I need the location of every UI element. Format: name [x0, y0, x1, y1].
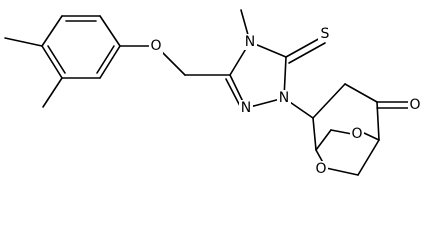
bond-bicycle-4 [363, 132, 380, 141]
bond-bicycle-3 [376, 101, 380, 141]
ring-nitrogen-bottom-atom: N [277, 90, 291, 106]
bond-ring-e [41, 45, 63, 79]
bridge-oxygen-upper-label: O [351, 126, 362, 142]
molecule-svg: O N N N S O O O [4, 9, 422, 177]
bond-methyl-upper [4, 37, 43, 47]
bonds [4, 9, 411, 176]
ketone-oxygen-label: O [409, 97, 420, 113]
ring-nitrogen-left-atom: N [239, 100, 253, 116]
bond-ring-e-inner [47, 45, 66, 74]
thione-sulfur-label: S [321, 26, 330, 42]
bridge-oxygen-upper-atom: O [350, 126, 364, 142]
bond-thione-2 [288, 42, 326, 64]
bridge-oxygen-lower-label: O [315, 161, 326, 177]
bond-thione-1 [285, 36, 323, 58]
bond-bicycle-5 [357, 139, 380, 176]
bond-ring-c-inner [96, 45, 115, 74]
thione-sulfur-atom: S [318, 26, 332, 42]
bond-ring-f [41, 15, 63, 47]
bond-bicycle-10 [330, 129, 353, 135]
ring-nitrogen-bottom-label: N [279, 90, 289, 106]
n-methyl-nitrogen-label: N [245, 34, 255, 50]
ketone-oxygen-atom: O [408, 97, 422, 113]
bond-bicycle-9 [315, 129, 332, 151]
bond-triazole-n2-c3-double [225, 78, 241, 107]
bond-bicycle-1 [312, 83, 346, 119]
ring-nitrogen-left-label: N [241, 100, 251, 116]
bond-bicycle-6 [325, 167, 359, 176]
bridge-oxygen-lower-atom: O [314, 161, 328, 177]
molecule-structure-diagram: O N N N S O O O [4, 9, 422, 177]
n-methyl-nitrogen-atom: N [243, 34, 257, 50]
bond-bicycle-2 [344, 83, 378, 103]
ether-oxygen-atom: O [149, 38, 163, 54]
ether-oxygen-label: O [150, 38, 161, 54]
bond-ring-b [99, 15, 121, 47]
bond-bicycle-8 [312, 117, 317, 151]
bond-methyl-lower [42, 77, 63, 108]
bond-ring-c [99, 45, 121, 79]
atom-labels: O N N N S O O O [149, 26, 422, 177]
